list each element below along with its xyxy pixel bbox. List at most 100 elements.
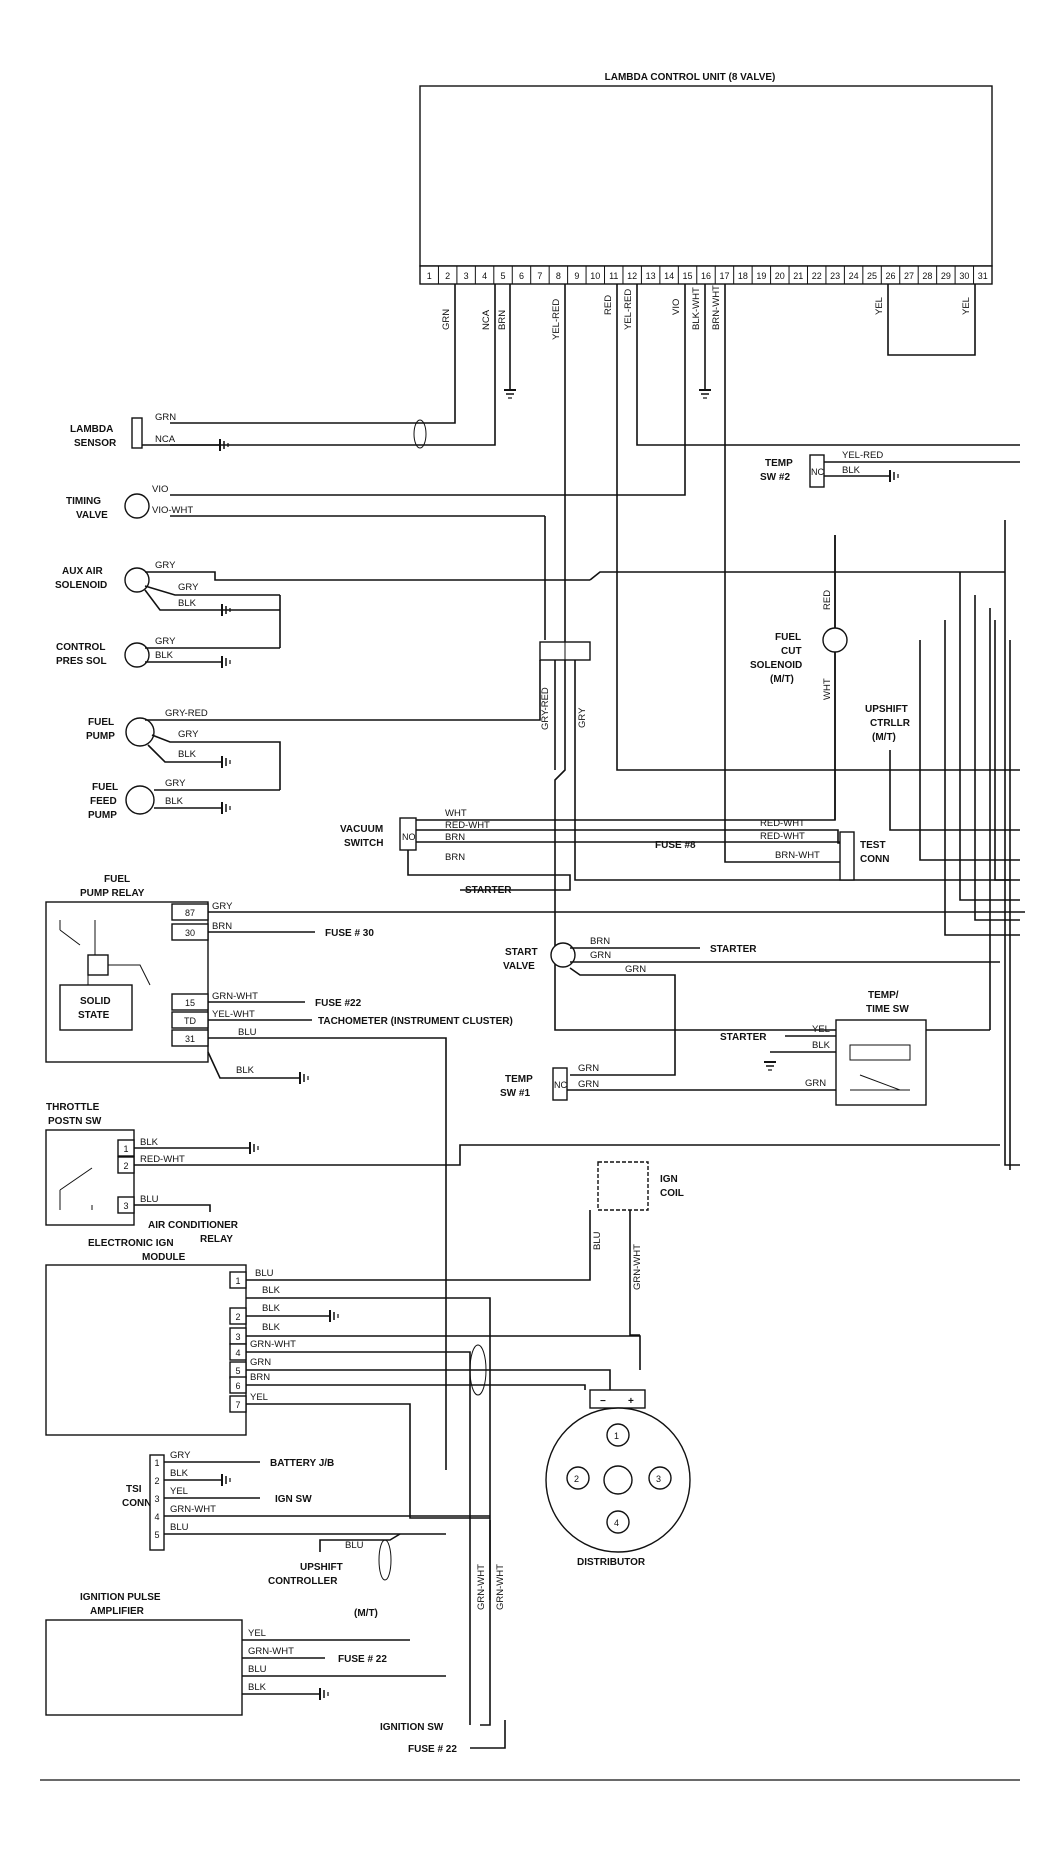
svg-text:BLU: BLU — [170, 1522, 189, 1533]
svg-text:PUMP: PUMP — [88, 810, 117, 821]
ecu-pin-number: 10 — [590, 271, 600, 281]
svg-text:SENSOR: SENSOR — [74, 438, 117, 449]
svg-text:DISTRIBUTOR: DISTRIBUTOR — [577, 1557, 646, 1568]
svg-text:FUSE # 22: FUSE # 22 — [338, 1654, 387, 1665]
upshift-ctrllr: UPSHIFT CTRLLR (M/T) — [865, 704, 1020, 831]
ecu-pin-number: 24 — [849, 271, 859, 281]
wire-yel-red-8 — [554, 284, 990, 1031]
svg-text:STARTER: STARTER — [465, 885, 512, 896]
svg-text:BLU: BLU — [592, 1231, 603, 1250]
svg-text:AUX AIR: AUX AIR — [62, 566, 104, 577]
svg-text:NO: NO — [402, 832, 416, 842]
svg-text:BLK: BLK — [165, 796, 184, 807]
throttle-pin-number: 3 — [123, 1201, 128, 1211]
inline-connector: GRY-RED GRY — [539, 571, 1010, 881]
svg-text:IGNITION SW: IGNITION SW — [380, 1722, 444, 1733]
svg-text:VALVE: VALVE — [76, 510, 108, 521]
lambda-sensor: LAMBDA SENSOR GRN NCA — [70, 412, 427, 449]
fuel-pump: FUEL PUMP GRY-RED GRY BLK — [86, 660, 541, 790]
svg-text:CONTROL: CONTROL — [56, 642, 105, 653]
svg-text:GRY: GRY — [155, 636, 176, 647]
svg-text:TIMING: TIMING — [66, 496, 101, 507]
svg-text:BLK: BLK — [248, 1682, 267, 1693]
svg-text:4: 4 — [614, 1518, 619, 1528]
svg-text:CONN: CONN — [122, 1498, 151, 1509]
svg-text:GRY: GRY — [577, 707, 588, 728]
svg-text:GRY: GRY — [155, 560, 176, 571]
ecu-pin-strip — [419, 265, 993, 285]
tsi-pin-number: 3 — [154, 1494, 159, 1504]
ecu-wire-label: YEL — [874, 297, 885, 315]
ecu-pin-number: 9 — [574, 271, 579, 281]
svg-text:SW #1: SW #1 — [500, 1088, 530, 1099]
svg-text:BLK: BLK — [170, 1468, 189, 1479]
svg-text:YEL: YEL — [170, 1486, 188, 1497]
svg-text:GRY: GRY — [178, 582, 199, 593]
ecu-pin-number: 3 — [464, 271, 469, 281]
svg-text:RED-WHT: RED-WHT — [760, 818, 805, 829]
svg-text:BRN: BRN — [445, 852, 465, 863]
svg-text:GRY-RED: GRY-RED — [165, 708, 208, 719]
svg-text:PUMP: PUMP — [86, 731, 115, 742]
svg-text:YEL: YEL — [248, 1628, 266, 1639]
ecu-pin-number: 29 — [941, 271, 951, 281]
svg-text:BLK: BLK — [155, 650, 174, 661]
svg-text:FUEL: FUEL — [104, 874, 130, 885]
svg-text:BATTERY J/B: BATTERY J/B — [270, 1458, 334, 1469]
svg-text:GRN: GRN — [625, 964, 646, 975]
tsi-pin-number: 1 — [154, 1458, 159, 1468]
svg-text:VIO-WHT: VIO-WHT — [152, 505, 193, 516]
throttle-position-switch: THROTTLE POSTN SW 123 BLK RED-WHT BLU AI… — [45, 1102, 1000, 1245]
svg-text:(M/T): (M/T) — [872, 732, 896, 743]
svg-text:STATE: STATE — [78, 1010, 110, 1021]
ecu-pin-number: 4 — [482, 271, 487, 281]
svg-text:SWITCH: SWITCH — [344, 838, 383, 849]
ground-icon — [221, 802, 231, 814]
svg-text:FUSE #8: FUSE #8 — [655, 840, 696, 851]
test-conn: TEST CONN RED-WHT RED-WHT BRN-WHT FUSE #… — [655, 818, 889, 881]
svg-text:BLK: BLK — [812, 1040, 831, 1051]
svg-text:IGN SW: IGN SW — [275, 1494, 312, 1505]
relay-pin-number: 87 — [185, 908, 195, 918]
wire-vio-15 — [170, 284, 686, 496]
svg-text:BLK: BLK — [262, 1303, 281, 1314]
svg-text:YEL: YEL — [250, 1392, 268, 1403]
ecu-pin-number: 25 — [867, 271, 877, 281]
svg-text:GRN: GRN — [805, 1078, 826, 1089]
relay-pin-number: TD — [184, 1016, 196, 1026]
svg-text:TEST: TEST — [860, 840, 886, 851]
svg-text:TSI: TSI — [126, 1484, 142, 1495]
ground-icon — [319, 1688, 329, 1700]
ign-pin-number: 2 — [235, 1312, 240, 1322]
ecu-pin-number: 1 — [427, 271, 432, 281]
svg-text:POSTN SW: POSTN SW — [48, 1116, 102, 1127]
svg-text:FUEL: FUEL — [775, 632, 801, 643]
svg-text:BLK: BLK — [178, 598, 197, 609]
svg-text:RELAY: RELAY — [200, 1234, 233, 1245]
throttle-pin-number: 2 — [123, 1161, 128, 1171]
ecu-pin-number: 6 — [519, 271, 524, 281]
svg-text:VIO: VIO — [152, 484, 168, 495]
relay-pin-number: 31 — [185, 1034, 195, 1044]
svg-text:BLK: BLK — [262, 1322, 281, 1333]
svg-text:FUSE # 30: FUSE # 30 — [325, 928, 374, 939]
ecu-wire-label: BLK-WHT — [691, 287, 702, 330]
svg-text:NCA: NCA — [155, 434, 176, 445]
wire-red-10 — [616, 284, 1020, 771]
svg-text:3: 3 — [656, 1474, 661, 1484]
svg-text:RED: RED — [822, 590, 833, 610]
svg-text:COIL: COIL — [660, 1188, 684, 1199]
svg-text:STARTER: STARTER — [720, 1032, 767, 1043]
svg-text:BLU: BLU — [140, 1194, 159, 1205]
svg-text:NC: NC — [811, 467, 824, 477]
ign-pin-number: 5 — [235, 1366, 240, 1376]
ecu-pin-number: 15 — [683, 271, 693, 281]
relay-pin-number: 30 — [185, 928, 195, 938]
ignition-pulse-amplifier: IGNITION PULSE AMPLIFIER YEL GRN-WHT FUS… — [45, 1520, 506, 1755]
svg-text:WHT: WHT — [445, 808, 467, 819]
ecu-wire-label: BRN — [497, 310, 508, 330]
tsi-pin-number: 2 — [154, 1476, 159, 1486]
svg-text:VACUUM: VACUUM — [340, 824, 383, 835]
ecu-pin-number: 20 — [775, 271, 785, 281]
